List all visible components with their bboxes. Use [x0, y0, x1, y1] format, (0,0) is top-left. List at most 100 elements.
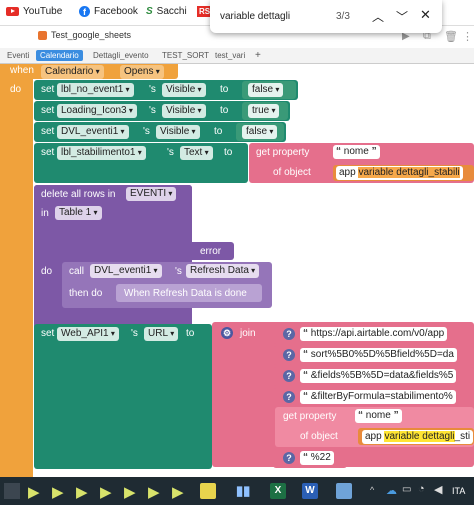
to-label: to [220, 105, 229, 116]
play-icon[interactable]: ▶ [402, 31, 410, 42]
table-dropdown[interactable]: Table 1 [55, 206, 102, 220]
possessive-label: 's [167, 147, 174, 158]
boolean-dropdown[interactable]: false [248, 83, 284, 97]
chevron-up-icon[interactable]: ︿ [372, 10, 385, 24]
callback-slot[interactable] [116, 284, 262, 302]
tab-dettagli-evento[interactable]: Dettagli_evento [93, 51, 149, 60]
app-variable-dropdown[interactable]: app variable dettagli_sti [362, 430, 474, 444]
network-icon[interactable]: ◔ [418, 483, 425, 495]
in-label: in [41, 208, 49, 219]
app-variable-dropdown[interactable]: app variable dettagli_stabili [336, 166, 463, 180]
component-dropdown[interactable]: Calendario [41, 65, 104, 79]
tab-eventi[interactable]: Eventi [7, 51, 30, 60]
set-url-block[interactable] [34, 324, 212, 469]
to-label: to [224, 147, 233, 158]
string-pct22[interactable]: “ %22 [300, 451, 334, 465]
bookmark-facebook[interactable]: f Facebook [79, 6, 138, 17]
component-dropdown[interactable]: DVL_eventi1 [90, 264, 162, 278]
help-icon[interactable]: ? [283, 391, 295, 403]
help-icon[interactable]: ? [283, 328, 295, 340]
word-icon[interactable]: W [302, 483, 318, 499]
cloud-icon[interactable]: ☁ [386, 485, 397, 497]
boolean-dropdown[interactable]: false [242, 125, 278, 139]
language-indicator[interactable]: ITA [452, 486, 466, 496]
help-icon[interactable]: ? [283, 370, 295, 382]
help-icon[interactable]: ? [283, 452, 295, 464]
chart-app-icon[interactable]: ▮▮ [236, 483, 251, 498]
close-icon[interactable]: ✕ [420, 7, 431, 22]
app-icon[interactable]: ▶ [148, 484, 160, 501]
app-icon[interactable] [200, 483, 216, 499]
component-dropdown[interactable]: DVL_eventi1 [57, 125, 129, 139]
bookmark-rs[interactable]: RS [197, 6, 213, 17]
join-label: join [240, 328, 256, 339]
component-dropdown[interactable]: Loading_Icon3 [57, 104, 137, 118]
of-object-label: of object [300, 431, 338, 442]
possessive-label: 's [175, 266, 182, 277]
app-icon[interactable]: ▶ [76, 484, 88, 501]
app-icon[interactable]: ▶ [100, 484, 112, 501]
property-dropdown[interactable]: Visible [162, 104, 206, 118]
string-block[interactable]: “ nome ” [355, 409, 402, 423]
app-icon[interactable] [4, 483, 20, 499]
component-dropdown[interactable]: Web_API1 [57, 327, 119, 341]
chevron-down-icon[interactable]: ﹀ [396, 10, 409, 24]
set-label: set [41, 126, 55, 137]
boolean-dropdown[interactable]: true [248, 104, 280, 118]
property-dropdown[interactable]: Visible [156, 125, 200, 139]
set-label: set [41, 105, 55, 116]
excel-icon[interactable]: X [270, 483, 286, 499]
possessive-label: 's [143, 126, 150, 137]
property-dropdown[interactable]: Visible [162, 83, 206, 97]
tab-test-vari[interactable]: test_vari [215, 51, 246, 60]
app-icon[interactable] [336, 483, 352, 499]
help-icon[interactable]: ? [283, 349, 295, 361]
possessive-label: 's [149, 105, 156, 116]
event-block-spine [0, 64, 33, 477]
app-icon[interactable]: ▶ [52, 484, 64, 501]
string-block[interactable]: “ nome ” [333, 145, 380, 159]
event-dropdown[interactable]: Opens [120, 65, 164, 79]
property-dropdown[interactable]: Text [180, 146, 213, 160]
app-icon[interactable]: ▶ [124, 484, 136, 501]
component-dropdown[interactable]: lbl_stabilimento1 [57, 146, 146, 160]
call-label: call [69, 266, 85, 277]
add-tab-button[interactable]: + [255, 50, 261, 61]
to-label: to [214, 126, 223, 137]
string-url-1[interactable]: “ https://api.airtable.com/v0/app [300, 327, 448, 341]
do-label: do [41, 266, 53, 277]
screen-tabs: Eventi Calendario Dettagli_evento TEST_S… [0, 48, 474, 64]
of-object-label: of object [273, 167, 311, 178]
delete-rows-label: delete all rows in [41, 189, 116, 200]
copy-icon[interactable]: ⧉ [423, 30, 431, 42]
more-icon[interactable]: ⋮ [462, 31, 473, 43]
string-url-3[interactable]: “ &fields%5B%5D=data&fields%5 [300, 369, 457, 383]
match-count: 3/3 [336, 11, 350, 22]
get-property-label: get property [283, 411, 337, 422]
app-icon[interactable]: ▶ [28, 484, 40, 501]
tab-calendario[interactable]: Calendario [36, 50, 83, 61]
app-icon[interactable]: ▶ [172, 484, 184, 501]
tab-favicon-icon [38, 30, 47, 40]
volume-icon[interactable]: ◀ [434, 484, 443, 496]
property-dropdown[interactable]: URL [144, 327, 179, 341]
delete-icon[interactable]: 🗑 [444, 31, 458, 43]
string-url-2[interactable]: “ sort%5B0%5D%5Bfield%5D=da [300, 348, 457, 362]
gear-icon[interactable]: ⚙ [221, 327, 233, 339]
set-label: set [41, 84, 55, 95]
browser-tab[interactable]: Test_google_sheets [38, 30, 131, 40]
chevron-up-icon[interactable]: ^ [370, 485, 375, 495]
method-dropdown[interactable]: Refresh Data [186, 264, 260, 278]
error-slot[interactable] [186, 242, 234, 260]
partial-block-label: Web_API1 [41, 469, 89, 477]
battery-icon[interactable]: ▭ [402, 484, 412, 495]
component-dropdown[interactable]: lbl_no_event1 [57, 83, 134, 97]
table-column-dropdown[interactable]: EVENTI [126, 187, 177, 201]
when-label: when [10, 65, 34, 76]
blocks-workspace[interactable]: when Calendario Opens do set lbl_no_even… [0, 64, 474, 477]
bookmark-sacchi[interactable]: S Sacchi [146, 6, 187, 17]
tab-test-sort[interactable]: TEST_SORT [162, 51, 209, 60]
find-input[interactable]: variable dettagli [220, 11, 291, 22]
string-url-4[interactable]: “ &filterByFormula=stabilimento% [300, 390, 456, 404]
bookmark-youtube[interactable]: YouTube [6, 6, 62, 17]
